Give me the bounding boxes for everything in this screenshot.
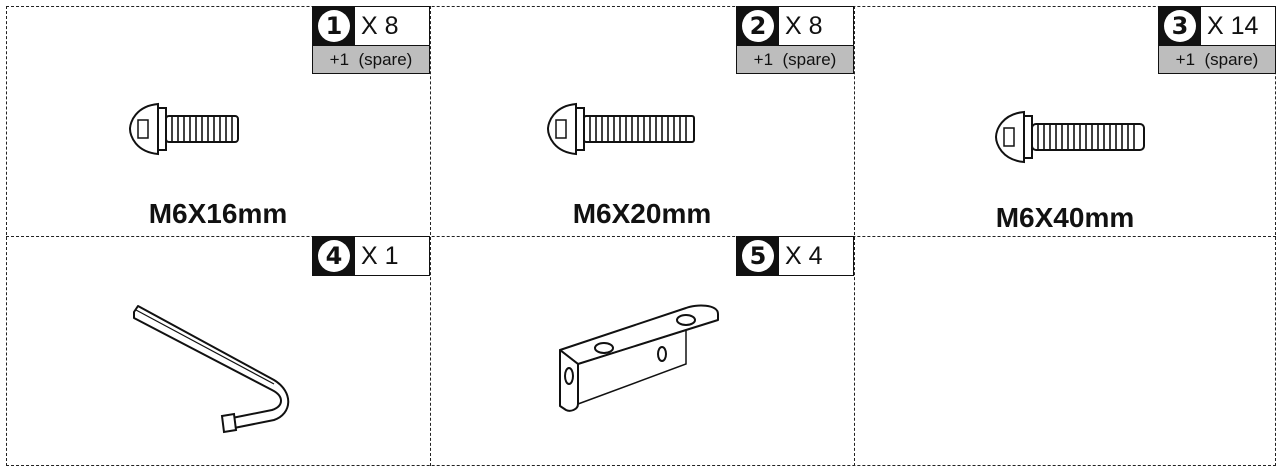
part-quantity-3: X 14: [1207, 11, 1259, 40]
part-badge-3: 3 X 14 +1 (spare): [1158, 6, 1276, 74]
part-badge-4: 4 X 1: [312, 236, 430, 276]
part-number-4: 4: [318, 240, 350, 272]
part-quantity-4: X 1: [361, 241, 399, 270]
parts-sheet: 1 X 8 +1 (spare) M6X16mm 2 X 8: [6, 6, 1276, 466]
row-divider: [6, 236, 1276, 237]
part-cell-4: 4 X 1: [6, 236, 430, 466]
part-quantity-1: X 8: [361, 11, 399, 40]
short-bolt-icon: [128, 102, 239, 156]
part-number-1: 1: [318, 10, 350, 42]
hex-key-icon: [133, 305, 290, 434]
part-number-3: 3: [1164, 10, 1196, 42]
part-cell-5: 5 X 4: [430, 236, 854, 466]
part-number-5: 5: [742, 240, 774, 272]
part-number-2: 2: [742, 10, 774, 42]
spare-note-1: +1 (spare): [312, 46, 430, 74]
empty-cell: [854, 236, 1276, 466]
spare-note-2: +1 (spare): [736, 46, 854, 74]
part-badge-5: 5 X 4: [736, 236, 854, 276]
part-quantity-5: X 4: [785, 241, 823, 270]
long-bolt-icon: [994, 110, 1145, 164]
part-badge-1: 1 X 8 +1 (spare): [312, 6, 430, 74]
part-label-2: M6X20mm: [572, 198, 712, 229]
part-cell-2: 2 X 8 +1 (spare) M6X20mm: [430, 6, 854, 236]
part-label-3: M6X40mm: [995, 202, 1135, 233]
spare-note-3: +1 (spare): [1158, 46, 1276, 74]
part-label-1: M6X16mm: [148, 198, 288, 229]
part-badge-2: 2 X 8 +1 (spare): [736, 6, 854, 74]
l-bracket-icon: [559, 304, 719, 412]
part-cell-3: 3 X 14 +1 (spare) M6X40mm: [854, 6, 1276, 236]
part-cell-1: 1 X 8 +1 (spare) M6X16mm: [6, 6, 430, 236]
part-quantity-2: X 8: [785, 11, 823, 40]
medium-bolt-icon: [546, 102, 695, 156]
